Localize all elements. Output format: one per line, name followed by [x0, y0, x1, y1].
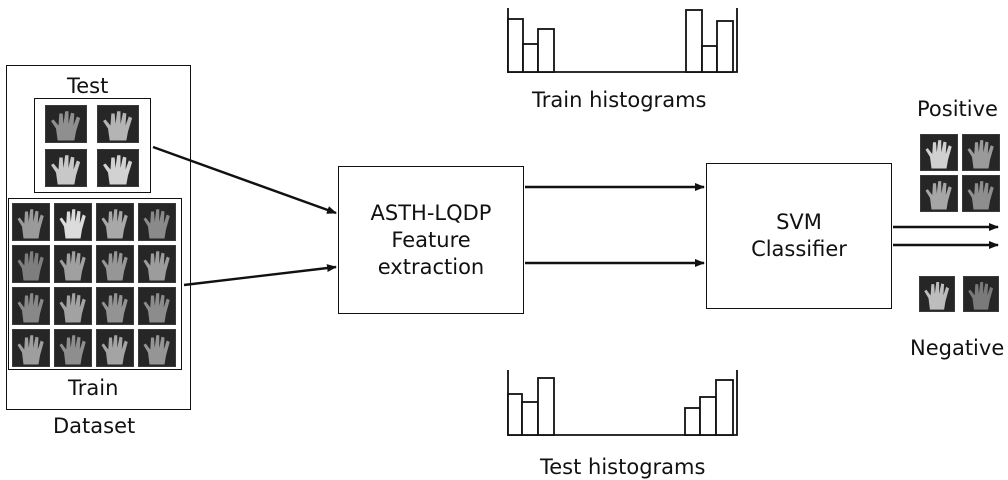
hand-image-icon [13, 330, 49, 366]
train-image-1 [12, 203, 50, 241]
train-histogram-icon [508, 8, 737, 72]
positive-image-3 [920, 175, 958, 212]
train-image-14 [54, 329, 92, 367]
hand-image-icon [97, 246, 133, 282]
hand-image-icon [97, 204, 133, 240]
train-image-10 [54, 287, 92, 325]
hand-image-icon [964, 277, 998, 311]
test-histograms-label: Test histograms [540, 455, 705, 479]
positive-image-4 [962, 175, 1000, 212]
positive-label: Positive [917, 97, 998, 121]
train-image-11 [96, 287, 134, 325]
test-histogram-icon [508, 370, 737, 435]
hand-image-icon [98, 150, 138, 186]
hand-image-icon [139, 330, 175, 366]
train-image-3 [96, 203, 134, 241]
train-image-9 [12, 287, 50, 325]
hand-image-icon [55, 330, 91, 366]
train-histograms-label: Train histograms [532, 88, 706, 112]
hand-image-icon [139, 204, 175, 240]
negative-image-1 [919, 276, 955, 312]
train-image-16 [138, 329, 176, 367]
hand-image-icon [55, 288, 91, 324]
test-image-1 [45, 105, 87, 143]
test-image-3 [45, 149, 87, 187]
train-image-7 [96, 245, 134, 283]
arrow-train-to-feature [184, 267, 336, 285]
train-image-8 [138, 245, 176, 283]
train-image-2 [54, 203, 92, 241]
positive-image-2 [962, 134, 1000, 171]
hand-image-icon [97, 330, 133, 366]
hand-image-icon [98, 106, 138, 142]
hand-image-icon [139, 288, 175, 324]
train-image-6 [54, 245, 92, 283]
hand-image-icon [963, 135, 999, 170]
arrow-test-to-feature [153, 147, 336, 213]
hand-image-icon [55, 204, 91, 240]
hand-image-icon [921, 135, 957, 170]
train-image-12 [138, 287, 176, 325]
train-image-4 [138, 203, 176, 241]
train-image-15 [96, 329, 134, 367]
positive-image-1 [920, 134, 958, 171]
hand-image-icon [13, 246, 49, 282]
test-image-4 [97, 149, 139, 187]
hand-image-icon [13, 204, 49, 240]
hand-image-icon [55, 246, 91, 282]
hand-image-icon [963, 176, 999, 211]
hand-image-icon [920, 277, 954, 311]
hand-image-icon [921, 176, 957, 211]
hand-image-icon [46, 150, 86, 186]
hand-image-icon [139, 246, 175, 282]
train-image-5 [12, 245, 50, 283]
negative-image-2 [963, 276, 999, 312]
test-image-2 [97, 105, 139, 143]
negative-label: Negative [910, 336, 1004, 360]
hand-image-icon [13, 288, 49, 324]
hand-image-icon [97, 288, 133, 324]
train-image-13 [12, 329, 50, 367]
hand-image-icon [46, 106, 86, 142]
